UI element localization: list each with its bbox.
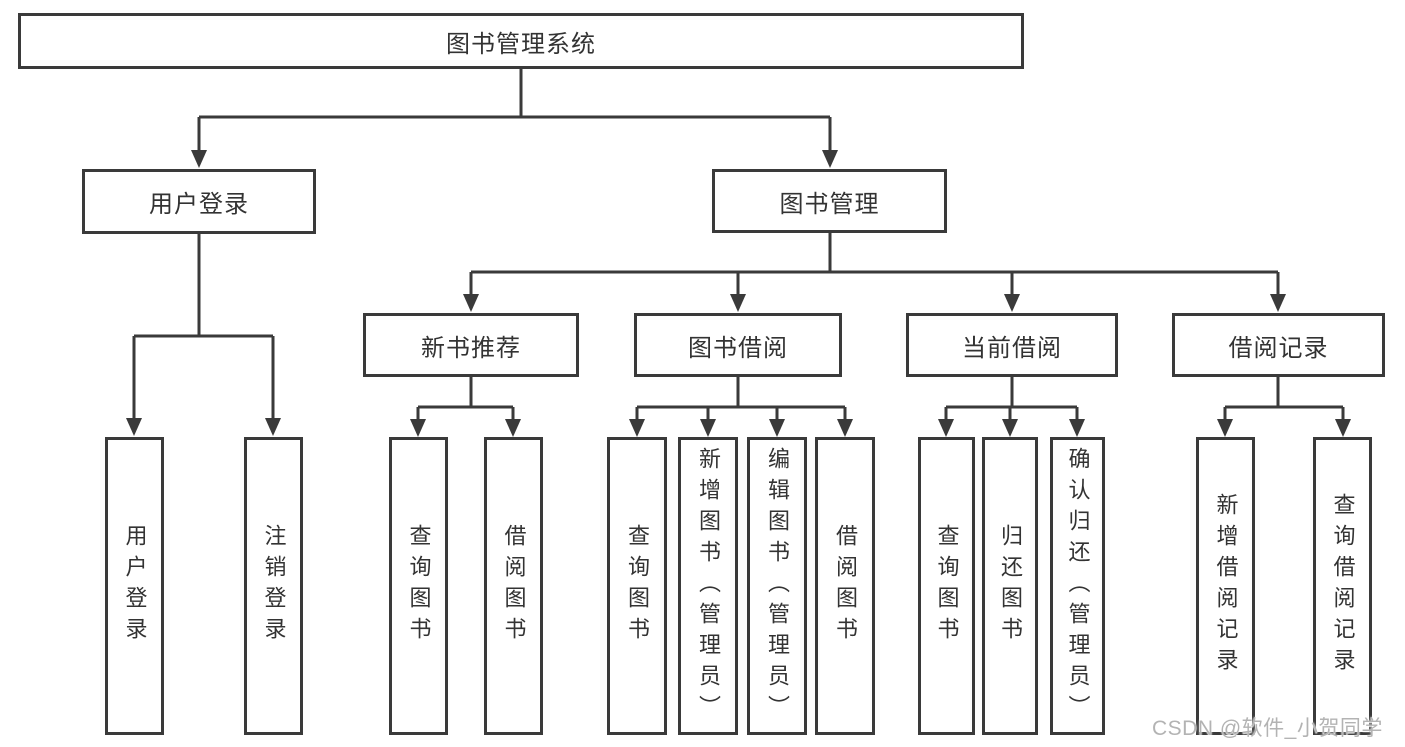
- arrow-icon: [938, 419, 954, 437]
- node-label: 确认归还（管理员）: [1065, 446, 1091, 726]
- node-label: 新增图书（管理员）: [696, 446, 721, 726]
- leaf-query-books: 查询图书: [918, 437, 975, 735]
- node-label: 图书借阅: [688, 334, 788, 362]
- node-new-book-recommend: 新书推荐: [363, 313, 579, 377]
- arrow-icon: [730, 294, 746, 312]
- node-label: 借阅记录: [1228, 334, 1329, 362]
- node-label: 查询图书: [934, 524, 960, 648]
- arrow-icon: [1004, 294, 1020, 312]
- arrow-icon: [1069, 419, 1085, 437]
- arrow-icon: [700, 419, 716, 437]
- node-label: 当前借阅: [962, 334, 1062, 362]
- node-label: 查询图书: [406, 524, 432, 648]
- arrow-icon: [1217, 419, 1233, 437]
- leaf-add-books-admin: 新增图书（管理员）: [678, 437, 738, 735]
- leaf-query-books: 查询图书: [607, 437, 667, 735]
- node-label: 图书管理: [779, 190, 880, 218]
- node-label: 图书管理系统: [446, 30, 596, 58]
- arrow-icon: [1335, 419, 1351, 437]
- node-label: 查询图书: [625, 524, 650, 648]
- leaf-query-borrow-record: 查询借阅记录: [1313, 437, 1372, 735]
- node-label: 新书推荐: [421, 334, 521, 362]
- arrow-icon: [505, 419, 521, 437]
- node-current-borrowing: 当前借阅: [906, 313, 1118, 377]
- node-root-library-system: 图书管理系统: [18, 13, 1024, 69]
- arrow-icon: [629, 419, 645, 437]
- arrow-icon: [769, 419, 785, 437]
- leaf-confirm-return-admin: 确认归还（管理员）: [1050, 437, 1105, 735]
- node-label: 借阅图书: [501, 524, 527, 648]
- leaf-borrow-books: 借阅图书: [484, 437, 543, 735]
- arrow-icon: [265, 418, 281, 436]
- node-label: 注销登录: [261, 524, 287, 648]
- arrow-icon: [191, 150, 207, 168]
- leaf-borrow-books: 借阅图书: [815, 437, 875, 735]
- leaf-query-books: 查询图书: [389, 437, 448, 735]
- leaf-user-login: 用户登录: [105, 437, 164, 735]
- tree-edges: [132, 69, 1345, 420]
- node-label: 查询借阅记录: [1330, 493, 1356, 679]
- leaf-logout: 注销登录: [244, 437, 303, 735]
- arrow-icon: [837, 419, 853, 437]
- node-borrowing-records: 借阅记录: [1172, 313, 1385, 377]
- leaf-add-borrow-record: 新增借阅记录: [1196, 437, 1255, 735]
- node-book-management: 图书管理: [712, 169, 947, 233]
- node-label: 编辑图书（管理员）: [765, 446, 790, 726]
- arrow-icon: [126, 418, 142, 436]
- arrowheads: [126, 150, 1351, 437]
- node-book-borrowing: 图书借阅: [634, 313, 842, 377]
- arrow-icon: [1002, 419, 1018, 437]
- node-label: 用户登录: [149, 191, 249, 218]
- node-label: 用户登录: [122, 524, 148, 648]
- arrow-icon: [822, 150, 838, 168]
- node-label: 借阅图书: [833, 524, 858, 648]
- arrow-icon: [410, 419, 426, 437]
- arrow-icon: [1270, 294, 1286, 312]
- leaf-edit-books-admin: 编辑图书（管理员）: [747, 437, 807, 735]
- node-label: 新增借阅记录: [1213, 493, 1239, 679]
- node-label: 归还图书: [998, 524, 1023, 648]
- csdn-watermark: CSDN @软件_小贺同学: [1152, 717, 1383, 740]
- arrow-icon: [463, 294, 479, 312]
- leaf-return-books: 归还图书: [982, 437, 1038, 735]
- node-user-login: 用户登录: [82, 169, 316, 234]
